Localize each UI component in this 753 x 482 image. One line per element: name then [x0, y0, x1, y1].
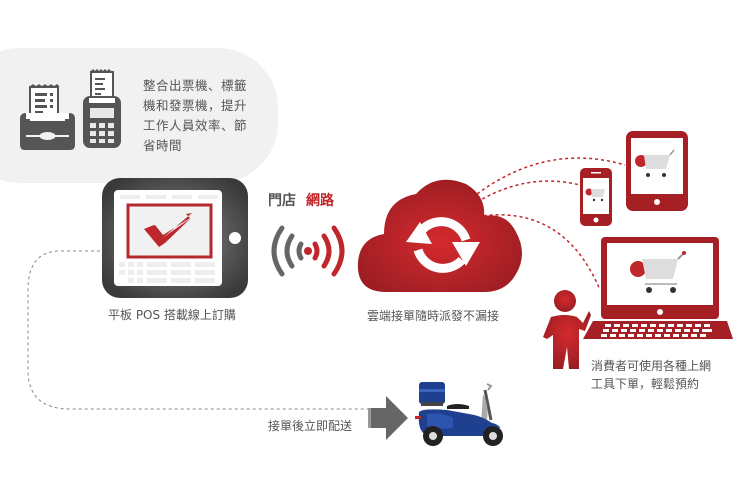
feature-line-2: 機和發票機，提升: [143, 98, 248, 113]
pos-tablet-caption: 平板 POS 搭載線上訂購: [108, 308, 236, 322]
pos-tablet-icon: [102, 178, 248, 298]
consumer-caption: 消費者可使用各種上網 工具下單，輕鬆預約: [591, 357, 711, 393]
feature-line-1: 整合出票機、標籤: [143, 78, 248, 93]
network-label: 門店網路: [268, 190, 334, 210]
consumer-person-icon: [543, 290, 591, 369]
cloud-sync-icon: [357, 179, 522, 292]
cloud-caption: 雲端接單隨時派發不漏接: [367, 309, 500, 323]
consumer-phone-icon: [580, 168, 612, 226]
network-label-internet: 網路: [306, 193, 334, 209]
arrow-right-icon: [368, 396, 408, 440]
consumer-caption-line-2: 工具下單，輕鬆預約: [591, 377, 700, 391]
feature-line-3: 工作人員效率、節: [143, 118, 248, 133]
receipt-printer-icon: [20, 84, 75, 150]
delivery-scooter-icon: [415, 382, 503, 446]
feature-line-4: 省時間: [143, 138, 183, 153]
card-terminal-icon: [83, 68, 121, 148]
delivery-caption: 接單後立即配送: [268, 419, 353, 433]
consumer-caption-line-1: 消費者可使用各種上網: [591, 359, 712, 373]
wireless-signal-icon: [271, 225, 345, 277]
consumer-laptop-icon: [583, 237, 733, 339]
feature-description: 整合出票機、標籤 機和發票機，提升 工作人員效率、節 省時間: [143, 76, 273, 156]
network-label-store: 門店: [268, 193, 296, 209]
consumer-tablet-icon: [626, 131, 688, 211]
